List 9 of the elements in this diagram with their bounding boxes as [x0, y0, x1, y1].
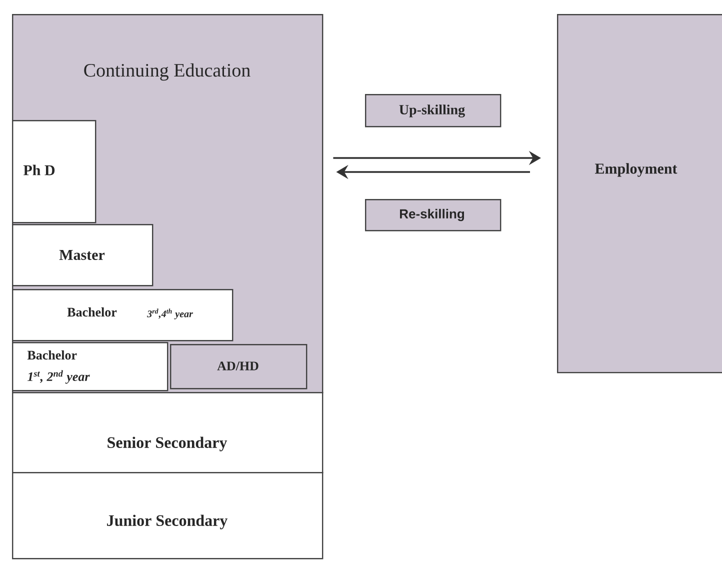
level-box: Bachelor 3$^{rd}$,4$^{th}$ year	[12, 289, 234, 342]
shaded-box: AD/HD	[170, 344, 308, 390]
shaded-box: Re-skilling	[365, 199, 502, 232]
level-box: Master	[12, 224, 154, 286]
shaded-box: Employment	[557, 14, 722, 374]
level-box: Ph D	[12, 120, 96, 224]
level-box: Junior Secondary	[12, 472, 324, 560]
level-box: Bachelor 1$^{st}$, 2$^{nd}$ year	[12, 342, 168, 392]
shaded-box: Up-skilling	[365, 94, 502, 128]
